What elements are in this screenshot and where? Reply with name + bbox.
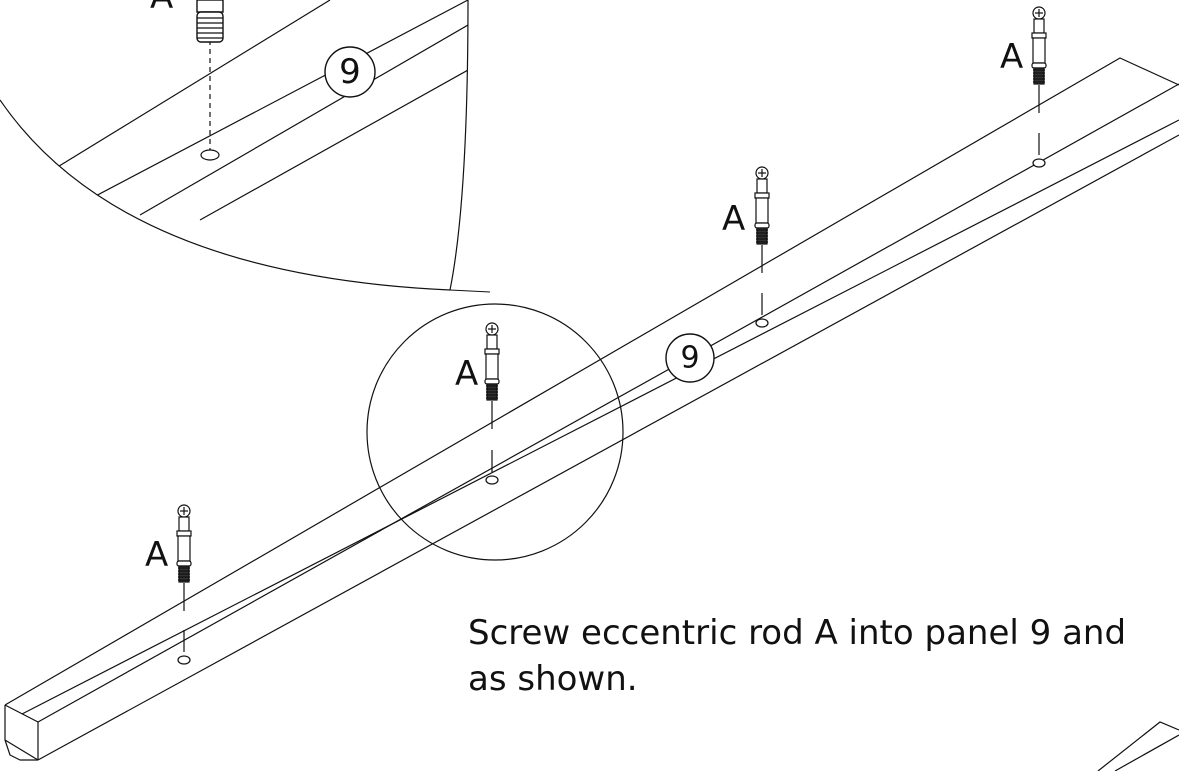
panel-front-face-bottom [37,134,1179,761]
zoom-panel-groove [139,24,468,216]
zoom-part-label: A [150,0,173,17]
zoom-panel-front [199,69,468,221]
magnifier-circle [366,303,624,561]
panel-number-badge: 9 [665,333,715,383]
zoom-callout [0,0,491,293]
eccentric-rods [176,6,1047,665]
part-label-4: A [1000,37,1023,77]
eccentric-rod-4 [1031,6,1047,168]
hole-1 [177,655,191,665]
hole-2 [485,475,499,485]
eccentric-rod-2 [484,322,500,485]
svg-text:9: 9 [339,52,361,92]
instruction-line-1: Screw eccentric rod A into panel 9 and [468,613,1127,653]
panel-top-front-edge [37,83,1179,723]
part-label-1: A [145,535,168,575]
next-panel-corner [1097,721,1179,771]
zoom-connector [449,289,491,293]
eccentric-rod-3 [754,166,770,328]
zoom-panel-number-badge: 9 [324,46,376,98]
zoom-rod-a [196,0,224,43]
panel-center-groove [21,119,1179,715]
instruction-text: Screw eccentric rod A into panel 9 and a… [468,610,1179,702]
zoom-outline [0,0,469,291]
hole-3 [755,318,769,328]
panel-top-back-edge [4,704,39,723]
eccentric-rod-1 [176,504,192,665]
part-label-2: A [455,354,478,394]
panel-top-face [4,57,1179,706]
instruction-line-2: as shown. [468,659,638,699]
zoom-hole [200,149,220,161]
svg-text:9: 9 [680,341,699,376]
panel-end-notch [4,739,38,761]
zoom-panel-edge-1 [19,0,331,191]
zoom-panel-edge-2 [49,0,468,221]
hole-4 [1032,158,1046,168]
part-label-3: A [722,199,745,239]
panel-9 [4,57,1179,761]
